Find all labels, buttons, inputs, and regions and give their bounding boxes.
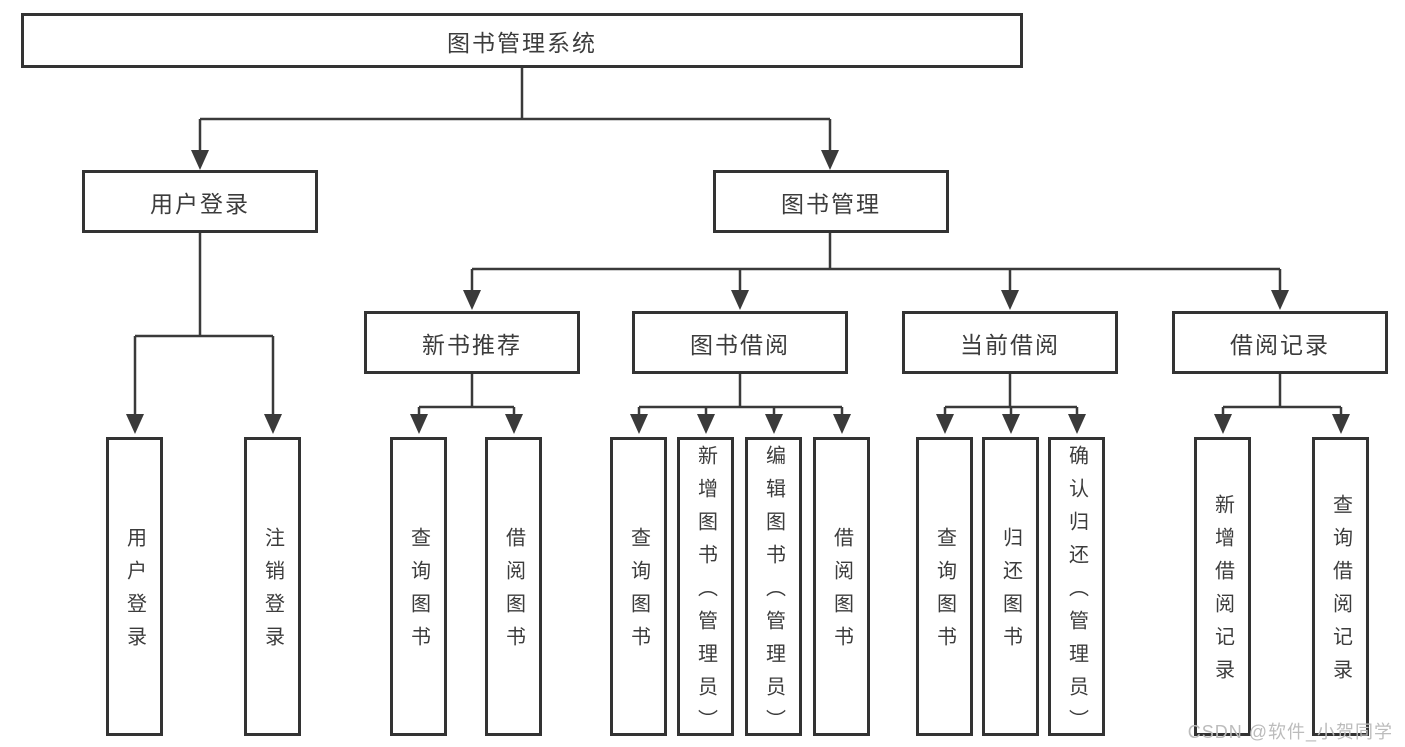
leaf-current-query-books-label: 查询图书 (933, 527, 956, 659)
leaf-current-return-books: 归还图书 (982, 437, 1039, 736)
leaf-recommend-borrow-books: 借阅图书 (485, 437, 542, 736)
node-root-system: 图书管理系统 (21, 13, 1023, 68)
node-current-borrowing: 当前借阅 (902, 311, 1118, 374)
leaf-recommend-borrow-books-label: 借阅图书 (502, 527, 525, 659)
leaf-recommend-query-books-label: 查询图书 (407, 527, 430, 659)
leaf-borrowing-add-books-admin-label: 新增图书（管理员） (694, 444, 717, 742)
leaf-logout-label: 注销登录 (261, 527, 284, 659)
node-book-management-branch: 图书管理 (713, 170, 949, 233)
leaf-records-add-record-label: 新增借阅记录 (1211, 494, 1234, 692)
node-new-book-recommend: 新书推荐 (364, 311, 580, 374)
leaf-logout: 注销登录 (244, 437, 301, 736)
leaf-borrowing-query-books: 查询图书 (610, 437, 667, 736)
leaf-current-return-books-label: 归还图书 (999, 527, 1022, 659)
leaf-records-add-record: 新增借阅记录 (1194, 437, 1251, 736)
leaf-borrowing-borrow-books: 借阅图书 (813, 437, 870, 736)
leaf-user-login: 用户登录 (106, 437, 163, 736)
node-user-login-branch: 用户登录 (82, 170, 318, 233)
csdn-watermark: CSDN @软件_小贺同学 (1187, 722, 1393, 742)
leaf-current-confirm-return-admin-label: 确认归还（管理员） (1065, 444, 1088, 742)
leaf-borrowing-add-books-admin: 新增图书（管理员） (677, 437, 734, 742)
node-book-borrowing: 图书借阅 (632, 311, 848, 374)
node-borrowing-records: 借阅记录 (1172, 311, 1388, 374)
connector-arrowheads (126, 150, 1350, 434)
leaf-current-confirm-return-admin: 确认归还（管理员） (1048, 437, 1105, 742)
leaf-borrowing-query-books-label: 查询图书 (627, 527, 650, 659)
leaf-records-query-record-label: 查询借阅记录 (1329, 494, 1352, 692)
leaf-borrowing-edit-books-admin: 编辑图书（管理员） (745, 437, 802, 742)
leaf-recommend-query-books: 查询图书 (390, 437, 447, 736)
leaf-borrowing-edit-books-admin-label: 编辑图书（管理员） (762, 444, 785, 742)
leaf-borrowing-borrow-books-label: 借阅图书 (830, 527, 853, 659)
leaf-records-query-record: 查询借阅记录 (1312, 437, 1369, 736)
leaf-user-login-label: 用户登录 (123, 527, 146, 659)
leaf-current-query-books: 查询图书 (916, 437, 973, 736)
